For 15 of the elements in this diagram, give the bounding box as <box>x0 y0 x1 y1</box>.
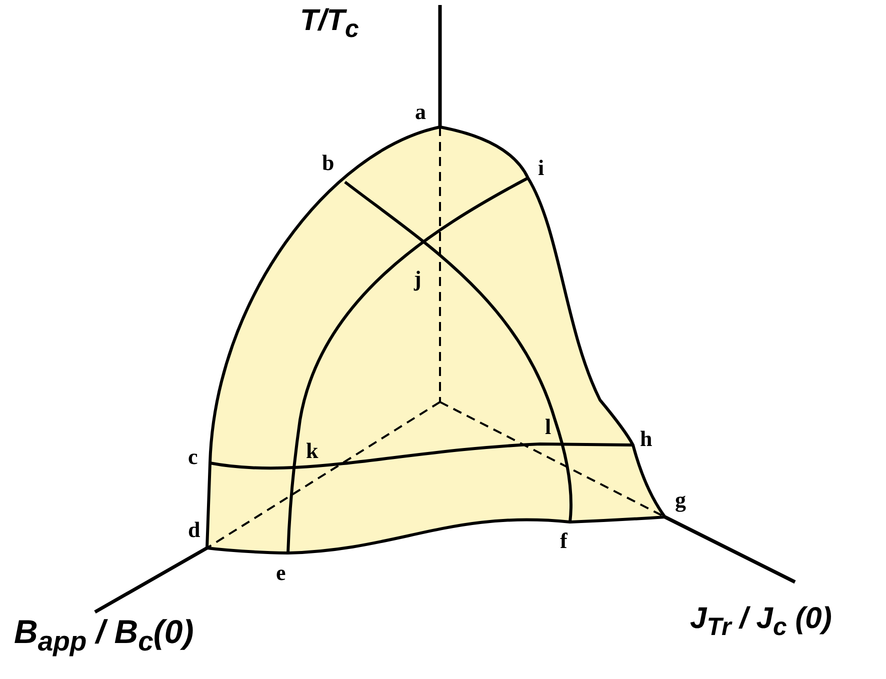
point-label: i <box>538 157 544 179</box>
point-label: d <box>188 519 200 541</box>
point-label: g <box>675 489 686 511</box>
point-label: c <box>188 446 198 468</box>
point-label: b <box>322 152 334 174</box>
point-label: f <box>560 530 568 552</box>
point-label: h <box>640 428 652 450</box>
point-label: e <box>276 562 286 584</box>
point-label: k <box>306 440 318 462</box>
axis-label: B$_{app}$ / B$_{c}$(0) <box>14 614 194 657</box>
point-label: j <box>414 268 422 290</box>
axis-label: J$_{Tr}$ / J$_{c}$ (0) <box>690 602 832 642</box>
point-label: a <box>415 101 426 123</box>
axis-label: T/T$_{c}$ <box>300 4 359 44</box>
point-label: l <box>545 416 552 438</box>
